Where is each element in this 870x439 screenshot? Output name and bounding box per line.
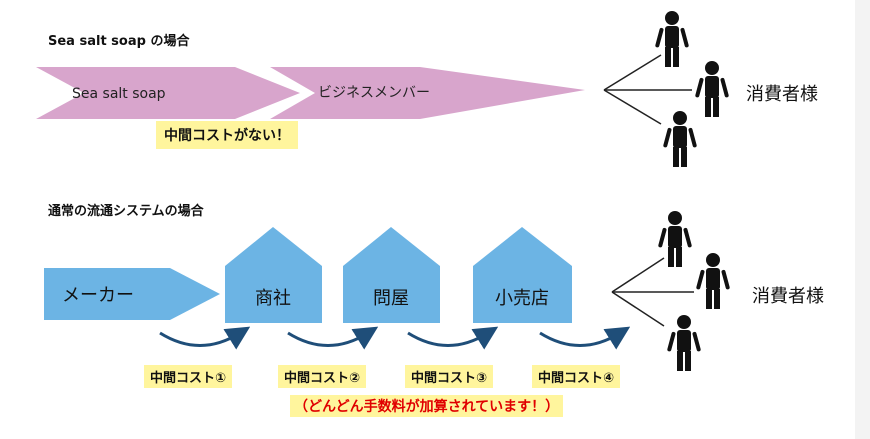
- right-edge-strip: [855, 0, 870, 439]
- person-icon: [655, 11, 689, 67]
- maker-arrow-label: メーカー: [62, 285, 134, 306]
- trading-company-house: [225, 227, 322, 323]
- middle-cost-1: 中間コスト①: [144, 365, 233, 388]
- wholesaler-label: 問屋: [373, 288, 409, 309]
- top-section-heading: Sea salt soap の場合: [48, 34, 190, 49]
- retailer-label: 小売店: [495, 288, 549, 309]
- wholesaler-house: [343, 227, 440, 323]
- person-icon: [663, 111, 697, 167]
- top-consumer-label: 消費者様: [746, 84, 818, 105]
- person-icon: [658, 211, 692, 267]
- curve-arrow-1: [159, 326, 251, 350]
- retailer-house: [473, 227, 572, 323]
- middle-cost-2: 中間コスト②: [278, 365, 367, 388]
- top-fan-lines: [603, 54, 692, 125]
- bottom-consumer-label: 消費者様: [752, 286, 824, 307]
- curve-arrow-4: [539, 326, 631, 350]
- cost-curve-arrows: [159, 326, 631, 350]
- bottom-fan-lines: [611, 257, 694, 327]
- fee-accumulation-note: （どんどん手数料が加算されています！）: [290, 395, 564, 417]
- middle-cost-4: 中間コスト④: [532, 365, 621, 388]
- sea-salt-soap-arrow: [36, 67, 300, 119]
- trading-company-label: 商社: [255, 288, 291, 309]
- business-member-arrow-label: ビジネスメンバー: [318, 85, 430, 101]
- curve-arrow-3: [407, 326, 499, 350]
- no-middle-cost-highlight: 中間コストがない！: [156, 121, 298, 149]
- bottom-section-heading: 通常の流通システムの場合: [48, 204, 204, 219]
- person-icon: [667, 315, 701, 371]
- middle-cost-3: 中間コスト③: [405, 365, 494, 388]
- sea-salt-soap-arrow-label: Sea salt soap: [72, 86, 166, 102]
- person-icon: [695, 61, 729, 117]
- person-icon: [696, 253, 730, 309]
- curve-arrow-2: [287, 326, 379, 350]
- business-member-arrow: [270, 67, 585, 119]
- maker-arrow: [44, 268, 220, 320]
